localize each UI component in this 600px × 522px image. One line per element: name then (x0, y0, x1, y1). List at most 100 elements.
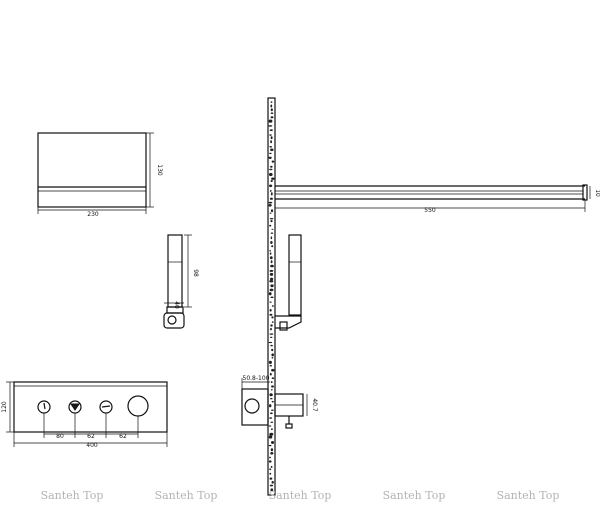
thermostat-knob (127, 395, 149, 417)
wall-hatch-mark (270, 452, 274, 455)
wall-hatch-mark (269, 417, 273, 419)
wall-hatch-mark (270, 140, 272, 144)
watermark-text: Santeh Top (155, 489, 218, 502)
watermark-text: Santeh Top (41, 489, 104, 502)
watermark-text: Santeh Top (497, 489, 560, 502)
wall-hatch-mark (269, 336, 273, 338)
wall-hatch-mark (269, 432, 274, 436)
valve-indicator (101, 405, 111, 408)
wall-hatch-mark (271, 160, 275, 163)
wall-hatch-mark (270, 148, 274, 152)
wall-hatch-mark (270, 180, 273, 182)
hand-shower-side-view (275, 234, 302, 331)
wall-hatch-mark (269, 252, 272, 255)
wall-hatch-mark (268, 460, 272, 463)
wall-hatch-mark (268, 201, 273, 204)
wall-hatch-mark (271, 316, 274, 319)
wall-hatch-mark (271, 400, 274, 403)
wall-hatch-mark (272, 305, 274, 307)
shower-head-width-label: 230 (87, 211, 99, 218)
wall-hatch-mark (269, 313, 273, 316)
wall-hatch-mark (269, 456, 271, 459)
wall-hatch-mark (268, 292, 272, 296)
wall-hatch-mark (270, 220, 273, 223)
wall-hatch-mark (269, 472, 272, 475)
wall-hatch-mark (271, 368, 275, 372)
wall-hatch-mark (269, 333, 274, 335)
wall-hatch-mark (270, 398, 273, 400)
wall-hatch-mark (269, 477, 273, 480)
valve-spacing-1-label: 80 (56, 433, 64, 440)
wall-hatch-mark (271, 348, 274, 352)
concealed-valve-section: 50.8-100 40.7 (241, 375, 318, 429)
wall-hatch-mark (271, 357, 274, 359)
shower-arm-end (582, 184, 588, 201)
wall-hatch-mark (268, 444, 272, 447)
wall-hatch-mark (270, 112, 274, 114)
wall-hatch-mark (268, 341, 273, 344)
hand-shower-holder-hole (167, 315, 177, 325)
wall-hatch-mark (268, 360, 272, 364)
wall-hatch-mark (270, 241, 273, 244)
wall-hatch-mark (270, 192, 273, 196)
shower-head-outline (37, 132, 147, 208)
wall-hatch-mark (270, 296, 274, 299)
shower-arm-view: 10 550 (275, 184, 600, 214)
wall-hatch-mark (271, 428, 273, 431)
wall-hatch-mark (270, 209, 274, 213)
valve-indicator (70, 403, 80, 411)
wall-hatch-mark (271, 481, 274, 484)
wall-hatch-mark (268, 156, 272, 159)
wall-hatch-mark (270, 488, 274, 492)
wall-hatch-mark (270, 232, 274, 234)
wall-hatching (268, 101, 275, 492)
shower-head-view: 230 130 (37, 132, 163, 218)
wall-hatch-mark (269, 468, 272, 471)
wall-bracket-fixing (279, 321, 288, 331)
wall-hatch-mark (271, 321, 274, 323)
wall-hatch-mark (270, 465, 273, 468)
wall-depth-label: 50.8-100 (243, 375, 270, 382)
wall-hatch-mark (271, 245, 274, 248)
valve-knob (37, 400, 51, 414)
wall-section (267, 97, 276, 496)
hand-shower-length-label: 98 (192, 269, 199, 277)
valve-spacing-3-label: 62 (119, 433, 127, 440)
wall-hatch-mark (271, 177, 275, 180)
wall-hatch-mark (271, 409, 274, 411)
wall-hatch-mark (270, 344, 273, 347)
wall-hatch-mark (268, 435, 273, 439)
wall-hatch-mark (270, 101, 273, 103)
valve-handle-3 (99, 400, 113, 414)
wall-hatch-mark (270, 116, 274, 119)
wall-hatch-mark (269, 372, 272, 376)
control-panel-view: 80 62 62 400 120 (1, 381, 168, 449)
hand-shower-body (167, 234, 183, 308)
valve-indicator (43, 402, 46, 410)
wall-hatch-mark (271, 353, 275, 357)
watermark-text: Santeh Top (383, 489, 446, 502)
wall-hatch-mark (269, 172, 273, 177)
wall-hatch-mark (269, 484, 274, 487)
wall-hatch-mark (268, 119, 273, 123)
valve-stem-end (285, 423, 293, 429)
wall-hatch-mark (269, 309, 272, 312)
wall-hatch-mark (269, 224, 272, 227)
thermostat-handle (127, 395, 149, 417)
panel-width-label: 400 (86, 442, 98, 449)
wall-hatch-mark (269, 129, 273, 132)
wall-hatch-mark (270, 165, 273, 168)
body-size-label: 40.7 (311, 398, 318, 412)
wall-hatch-mark (269, 393, 273, 397)
wall-hatch-mark (269, 184, 273, 188)
wall-hatch-mark (271, 228, 274, 230)
wall-hatch-mark (268, 125, 273, 127)
wall-hatch-mark (270, 260, 273, 264)
hand-shower-holder (163, 312, 185, 329)
wall-hatch-mark (271, 385, 274, 388)
wall-hatch-mark (269, 212, 272, 214)
wall-hatch-mark (270, 189, 272, 192)
wall-hatch-mark (270, 108, 273, 112)
wall-hatch-mark (270, 448, 274, 452)
